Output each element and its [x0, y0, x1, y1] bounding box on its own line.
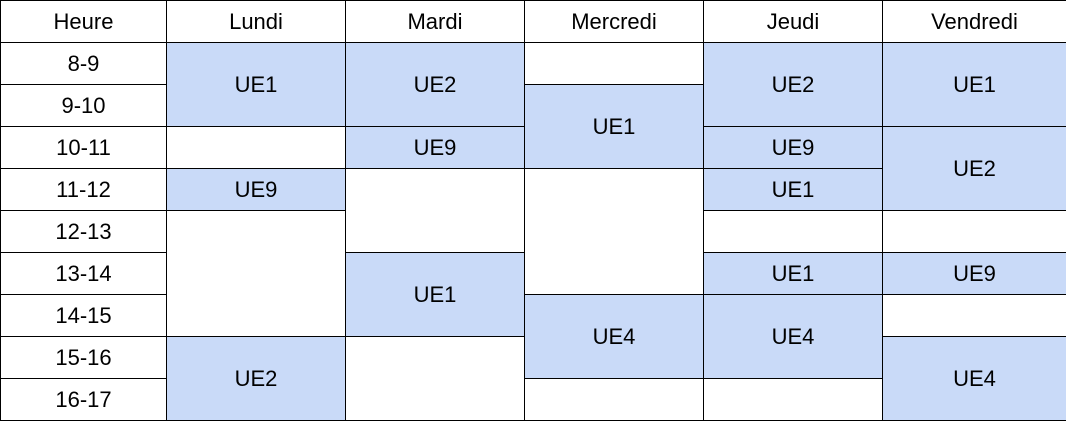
time-row: 10-11 UE9 UE9 UE2 — [0, 126, 1066, 211]
empty-cell — [703, 210, 883, 253]
header-row: Heure Lundi Mardi Mercredi Jeudi Vendred… — [0, 0, 1066, 43]
time-slot-label: 10-11 — [0, 126, 167, 169]
time-slot-label: 13-14 — [0, 252, 167, 295]
time-slot-label: 8-9 — [0, 42, 167, 85]
course-cell: UE4 — [703, 294, 883, 379]
course-cell: UE1 — [703, 168, 883, 211]
course-cell: UE9 — [882, 252, 1066, 295]
time-row: 15-16 UE2 UE4 — [0, 336, 1066, 421]
header-day-jeudi: Jeudi — [703, 0, 883, 43]
time-slot-label: 14-15 — [0, 294, 167, 337]
time-row: 8-9 UE1 UE2 UE2 UE1 — [0, 42, 1066, 127]
course-cell: UE1 — [345, 252, 525, 337]
course-cell: UE4 — [524, 294, 704, 379]
time-slot-label: 11-12 — [0, 168, 167, 211]
header-day-vendredi: Vendredi — [882, 0, 1066, 43]
empty-cell — [882, 210, 1066, 253]
header-hour: Heure — [0, 0, 167, 43]
empty-cell — [166, 126, 346, 169]
course-cell: UE1 — [882, 42, 1066, 127]
course-cell: UE2 — [703, 42, 883, 127]
time-row: 12-13 — [0, 210, 1066, 337]
course-cell: UE1 — [166, 42, 346, 127]
time-row: 13-14 UE1 UE1 UE9 — [0, 252, 1066, 337]
empty-cell — [166, 210, 346, 337]
empty-cell — [345, 168, 525, 253]
course-cell: UE9 — [703, 126, 883, 169]
header-day-mardi: Mardi — [345, 0, 525, 43]
time-slot-label: 9-10 — [0, 84, 167, 127]
empty-cell — [524, 168, 704, 295]
empty-cell — [345, 336, 525, 421]
course-cell: UE1 — [524, 84, 704, 169]
time-row: 16-17 — [0, 378, 1066, 421]
empty-cell — [524, 42, 704, 85]
time-slot-label: 16-17 — [0, 378, 167, 421]
empty-cell — [882, 294, 1066, 337]
course-cell: UE9 — [345, 126, 525, 169]
empty-cell — [524, 378, 704, 421]
header-day-lundi: Lundi — [166, 0, 346, 43]
course-cell: UE4 — [882, 336, 1066, 421]
header-day-mercredi: Mercredi — [524, 0, 704, 43]
empty-cell — [703, 378, 883, 421]
course-cell: UE2 — [345, 42, 525, 127]
course-cell: UE2 — [882, 126, 1066, 211]
course-cell: UE9 — [166, 168, 346, 211]
course-cell: UE1 — [703, 252, 883, 295]
time-row: 14-15 UE4 UE4 — [0, 294, 1066, 379]
time-slot-label: 12-13 — [0, 210, 167, 253]
course-cell: UE2 — [166, 336, 346, 421]
time-slot-label: 15-16 — [0, 336, 167, 379]
